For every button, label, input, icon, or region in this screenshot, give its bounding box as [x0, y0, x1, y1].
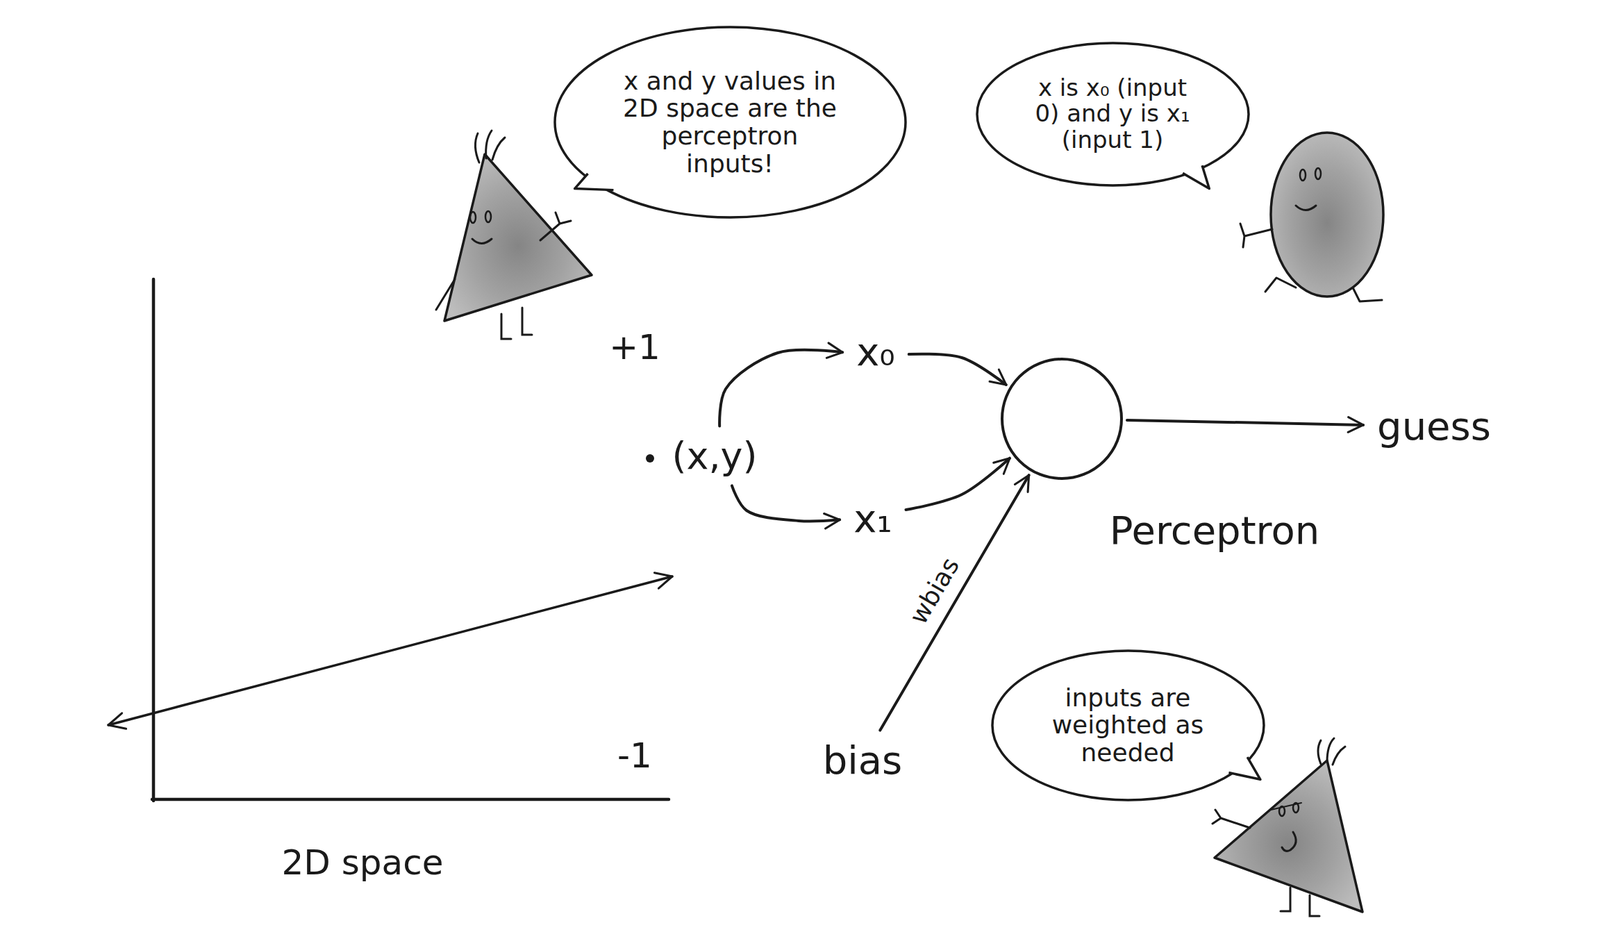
- bubble-tail: [1228, 756, 1260, 780]
- character-arm: [436, 279, 455, 310]
- bubble-text: x is x₀ (input 0) and y is x₁ (input 1): [1025, 75, 1200, 153]
- point-dot: [645, 454, 655, 463]
- character-eye: [485, 211, 491, 223]
- speech-bubble: inputs are weighted as needed: [990, 649, 1266, 802]
- character-arm: [1212, 809, 1250, 828]
- y-axis: [152, 279, 156, 801]
- node-heading: Perceptron: [1109, 509, 1320, 553]
- arrow-connector: [719, 350, 843, 427]
- arrow-connector: [731, 485, 840, 521]
- bubble-tail-fill: [574, 173, 614, 191]
- bubble-text: x and y values in 2D space are the perce…: [615, 67, 845, 178]
- speech-bubble: x and y values in 2D space are the perce…: [553, 25, 907, 219]
- node-label: (x,y): [671, 435, 757, 477]
- node-label: guess: [1377, 404, 1491, 448]
- node-label: x₀: [856, 330, 896, 374]
- arrow-connector: [1127, 420, 1364, 425]
- character-hair: [1318, 738, 1346, 765]
- neuron-outline: [1000, 357, 1123, 480]
- neuron-outline: [1002, 359, 1122, 479]
- axis-title: 2D space: [281, 843, 444, 882]
- bias-node: bias: [815, 736, 910, 785]
- bubble-outline: [992, 650, 1264, 800]
- speech-bubble: x is x₀ (input 0) and y is x₁ (input 1): [975, 41, 1250, 187]
- input-node: x₁: [846, 494, 900, 544]
- character-legs: [1280, 887, 1320, 916]
- dividing-line: [108, 576, 673, 725]
- bubble-tail-fill: [1228, 756, 1260, 780]
- node-label: bias: [822, 738, 903, 782]
- bubble-outline: [977, 43, 1249, 186]
- character-arm: [540, 212, 571, 241]
- character-smile: [1281, 831, 1296, 851]
- triangle-character: [444, 154, 592, 321]
- output-node: guess: [1370, 402, 1498, 451]
- character-hair: [475, 130, 505, 163]
- circle-character: [1270, 132, 1384, 297]
- character-eye: [1300, 169, 1306, 181]
- character-eye: [1315, 168, 1321, 180]
- character-legs: [1265, 277, 1382, 302]
- arrow-connector: [909, 354, 1007, 385]
- bubble-outline: [554, 27, 906, 218]
- axis-tick-label: +1: [609, 328, 661, 367]
- bubble-tail-fill: [1182, 165, 1210, 189]
- bubble-tail: [1182, 165, 1210, 189]
- character-eye: [470, 211, 476, 223]
- character-legs: [501, 307, 532, 339]
- point-node: (x,y): [664, 432, 764, 480]
- weight-label: wbias: [904, 552, 964, 629]
- character-smile: [1295, 205, 1316, 211]
- character-arm: [1240, 223, 1273, 248]
- arrow-connector: [905, 458, 1010, 510]
- bubble-text: inputs are weighted as needed: [1040, 684, 1215, 767]
- character-glasses: [1270, 802, 1302, 810]
- perceptron-circle: Perceptron: [1000, 357, 1123, 480]
- character-smile: [472, 238, 492, 244]
- x-axis: [152, 797, 669, 802]
- axis-tick-label: -1: [617, 736, 653, 775]
- node-label: x₁: [853, 497, 893, 541]
- triangle-character: [1214, 760, 1363, 912]
- bubble-tail: [574, 173, 614, 191]
- input-node: x₀: [849, 327, 903, 377]
